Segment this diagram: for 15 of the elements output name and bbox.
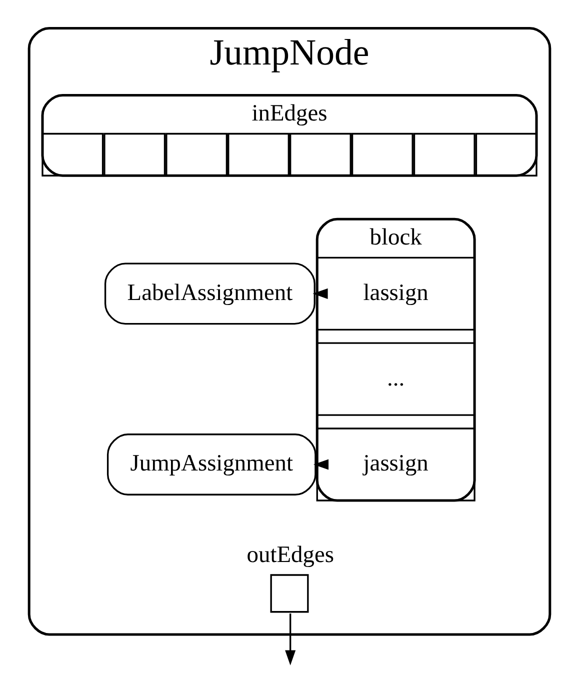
node-box (41, 132, 104, 176)
node-box (270, 574, 308, 613)
node-box (474, 132, 537, 176)
node-box: LabelAssignment (104, 262, 315, 325)
node-box (165, 132, 228, 176)
node-box (350, 132, 413, 176)
node-box (289, 132, 351, 176)
node-box (103, 132, 166, 176)
node-box (227, 132, 289, 176)
arrow (312, 288, 328, 299)
arrow (284, 614, 296, 666)
node-box: ... (316, 342, 475, 416)
node-box (412, 132, 475, 176)
arrow (312, 459, 328, 470)
node-label: outEdges (246, 542, 334, 568)
